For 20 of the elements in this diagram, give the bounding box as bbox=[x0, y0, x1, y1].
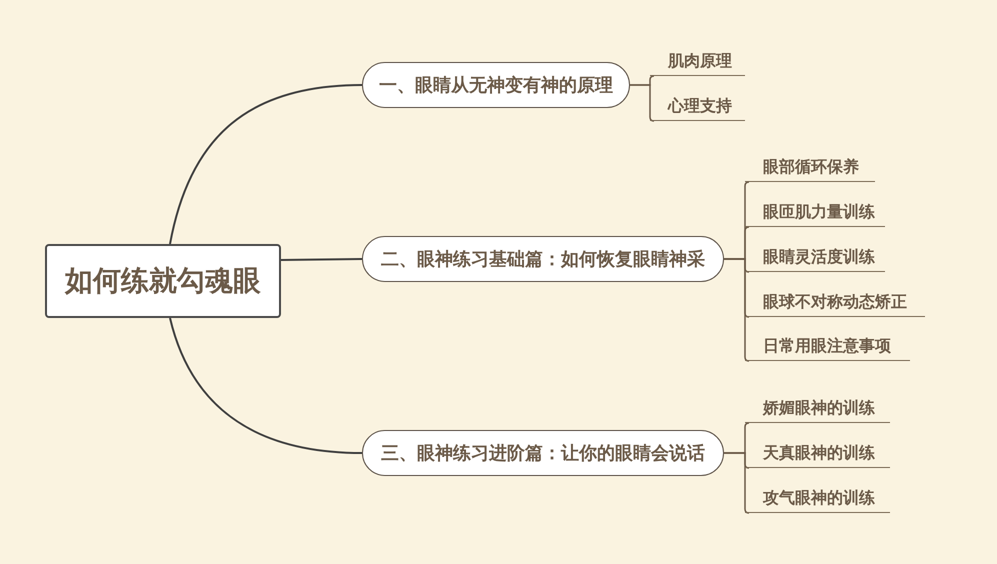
subtopic-label: 肌肉原理 bbox=[650, 46, 745, 76]
subtopic-label: 眼睛灵活度训练 bbox=[745, 242, 885, 272]
central-topic-box: 如何练就勾魂眼 bbox=[45, 244, 281, 318]
subtopic-label: 眼匝肌力量训练 bbox=[745, 197, 885, 227]
topic-box: 二、眼神练习基础篇：如何恢复眼睛神采 bbox=[362, 236, 724, 282]
bracket-line bbox=[630, 84, 654, 122]
subtopic-label: 攻气眼神的训练 bbox=[745, 483, 890, 513]
branch-line bbox=[280, 258, 362, 261]
subtopic-label: 心理支持 bbox=[650, 91, 745, 121]
subtopic-label: 日常用眼注意事项 bbox=[745, 331, 910, 361]
branch-line bbox=[169, 318, 362, 454]
topic-box: 三、眼神练习进阶篇：让你的眼睛会说话 bbox=[362, 430, 724, 476]
bracket-line bbox=[724, 452, 750, 514]
branch-line bbox=[169, 84, 362, 244]
subtopic-label: 娇媚眼神的训练 bbox=[745, 393, 890, 423]
topic-box: 一、眼睛从无神变有神的原理 bbox=[362, 62, 630, 108]
bracket-line bbox=[724, 258, 750, 362]
subtopic-label: 眼部循环保养 bbox=[745, 152, 875, 182]
subtopic-label: 天真眼神的训练 bbox=[745, 438, 890, 468]
subtopic-label: 眼球不对称动态矫正 bbox=[745, 287, 925, 317]
